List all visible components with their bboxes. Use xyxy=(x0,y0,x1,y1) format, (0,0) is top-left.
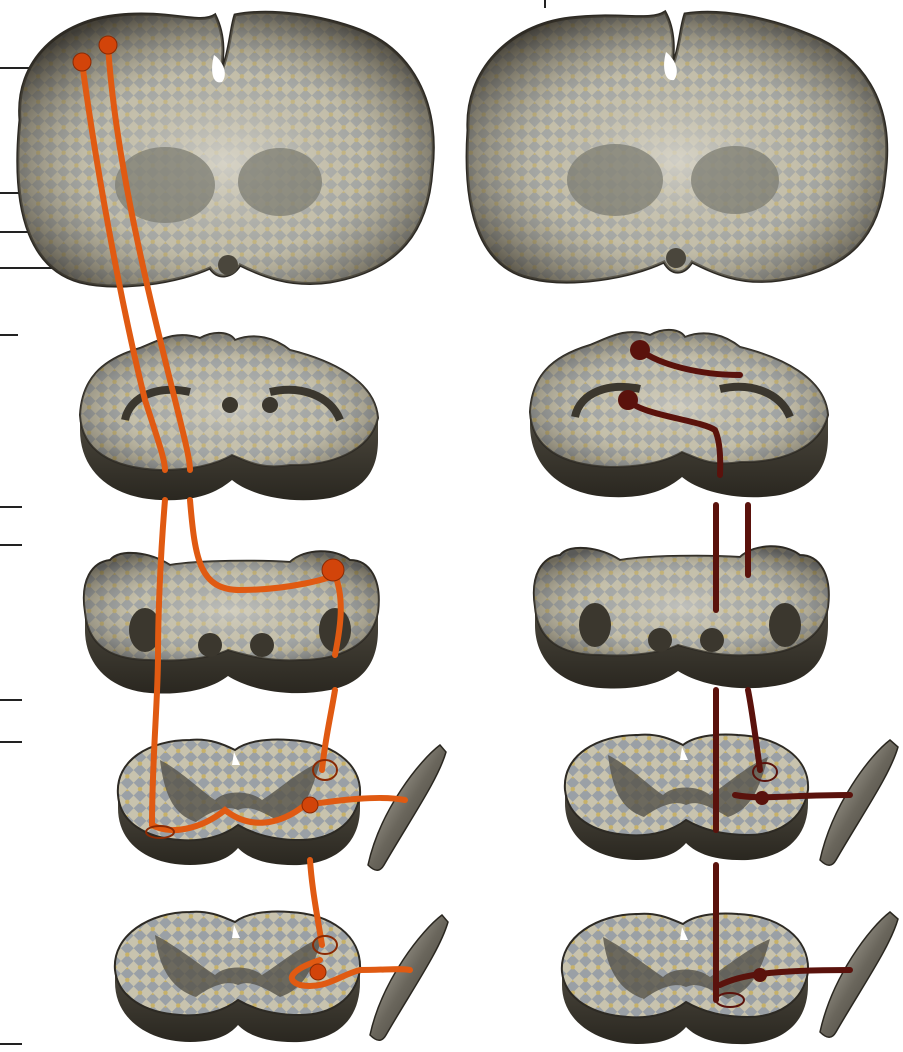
right-pons-slab xyxy=(534,546,829,688)
left-muscle-lower xyxy=(370,915,448,1040)
optic-chiasm xyxy=(218,255,238,275)
right-brain-section xyxy=(467,12,887,282)
right-muscle-upper xyxy=(820,740,898,865)
right-muscle-lower xyxy=(820,912,898,1037)
right-midbrain-slab xyxy=(530,330,828,497)
right-basal-ganglia xyxy=(238,148,322,216)
left-midbrain-slab xyxy=(80,333,378,500)
left-muscle-upper xyxy=(368,745,446,870)
right-lumbar-slab xyxy=(562,913,808,1044)
